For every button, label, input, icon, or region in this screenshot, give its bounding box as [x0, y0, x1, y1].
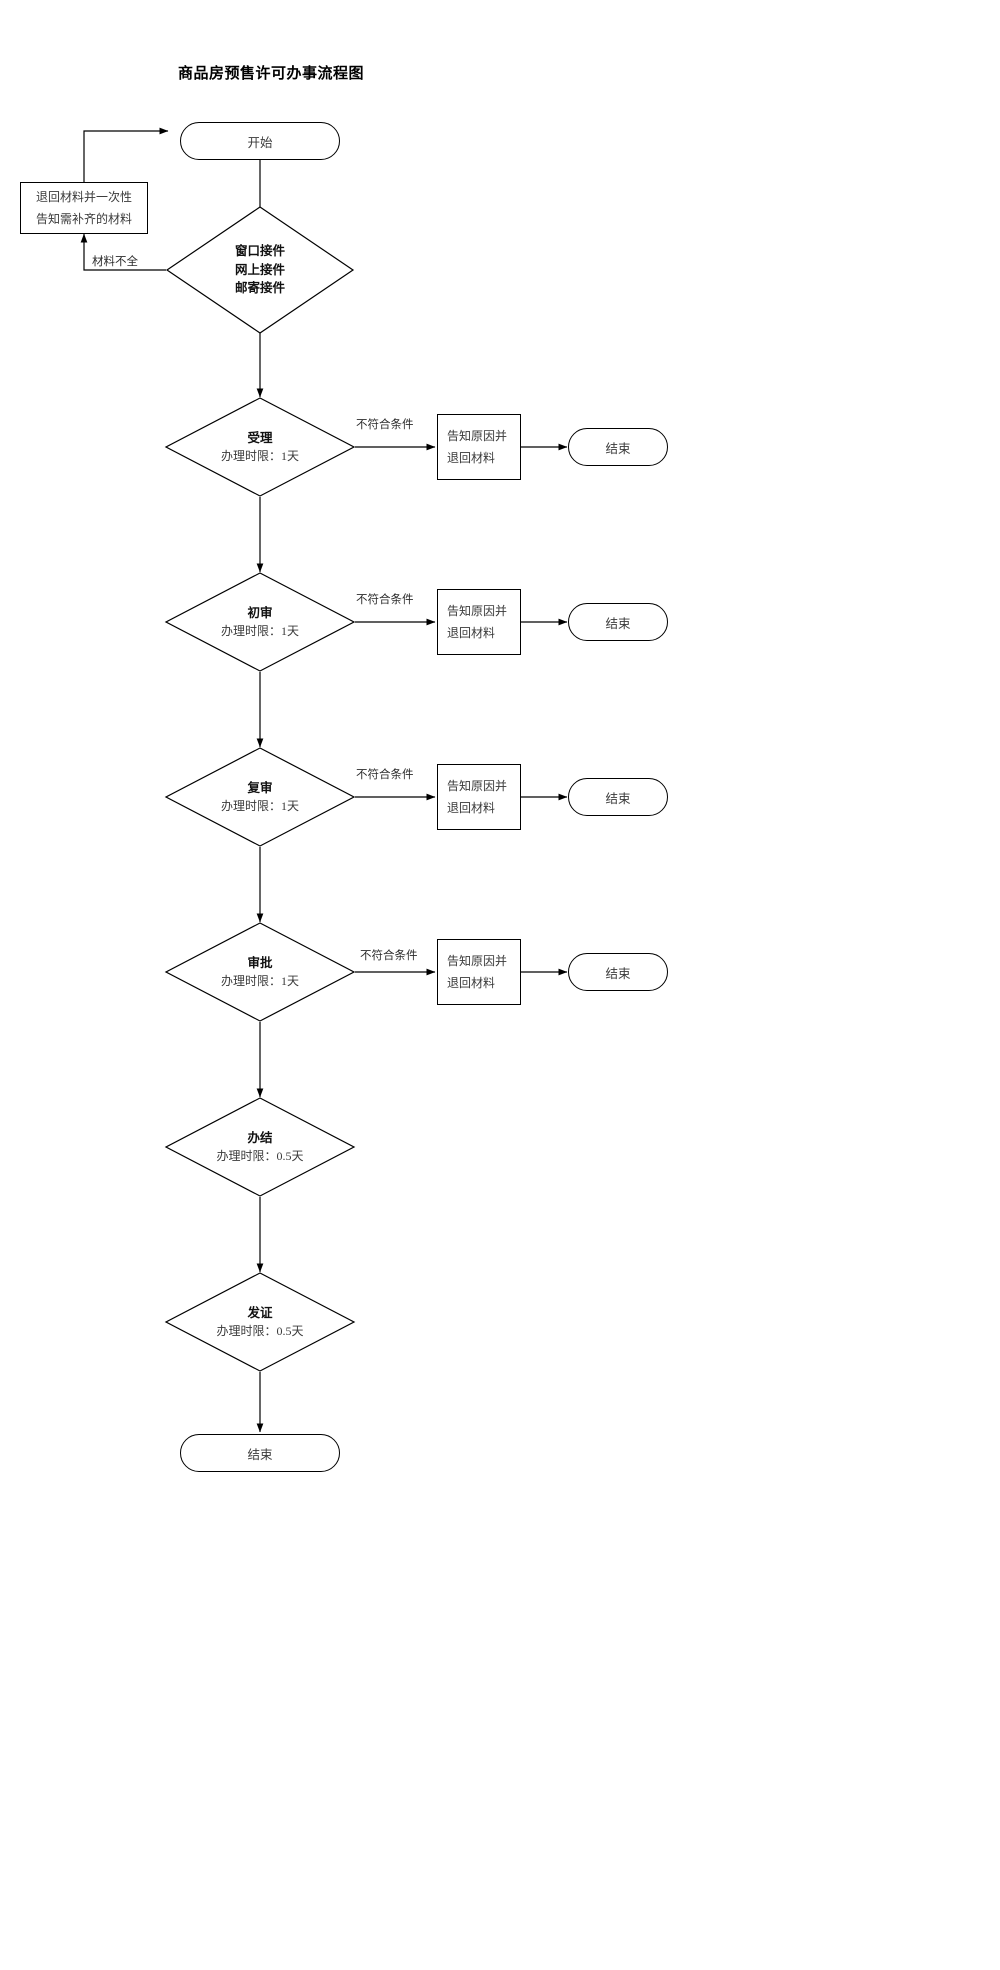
edge-return-to-start — [83, 127, 169, 182]
node-second-review-sub: 办理时限：1天 — [220, 799, 299, 814]
node-end-accept-label: 结束 — [605, 441, 631, 456]
edge-label-not-qualified-second: 不符合条件 — [356, 769, 414, 781]
node-issue-cert-sub: 办理时限：0.5天 — [216, 1324, 304, 1339]
node-intake-line2: 网上接件 — [234, 262, 285, 277]
node-issue-cert-decision[interactable]: 发证 办理时限：0.5天 — [165, 1272, 355, 1372]
node-complete-text: 办结 办理时限：0.5天 — [165, 1129, 355, 1166]
node-accept-text: 受理 办理时限：1天 — [165, 429, 355, 466]
node-first-review-sub: 办理时限：1天 — [220, 624, 299, 639]
node-end-final-label: 结束 — [247, 1447, 273, 1462]
diamond-shape-first-review — [165, 572, 355, 672]
node-first-review-title: 初审 — [247, 605, 273, 620]
node-reject-second-line1: 告知原因并 — [447, 778, 508, 793]
node-approval-text: 审批 办理时限：1天 — [165, 954, 355, 991]
node-return-materials[interactable]: 退回材料并一次性 告知需补齐的材料 — [20, 182, 148, 234]
node-complete-decision[interactable]: 办结 办理时限：0.5天 — [165, 1097, 355, 1197]
node-reject-accept-line2: 退回材料 — [447, 451, 496, 465]
node-reject-accept-line1: 告知原因并 — [447, 428, 508, 443]
node-approval-sub: 办理时限：1天 — [220, 974, 299, 989]
node-end-second-label: 结束 — [605, 791, 631, 806]
node-end-final[interactable]: 结束 — [180, 1434, 340, 1472]
node-reject-first-line2: 退回材料 — [447, 626, 496, 640]
node-first-review-text: 初审 办理时限：1天 — [165, 604, 355, 641]
node-reject-approval-line2: 退回材料 — [447, 976, 496, 990]
diamond-shape-issue-cert — [165, 1272, 355, 1372]
node-reject-second[interactable]: 告知原因并 退回材料 — [437, 764, 521, 830]
node-reject-approval-line1: 告知原因并 — [447, 953, 508, 968]
diamond-shape-intake — [166, 206, 354, 334]
diamond-shape-approval — [165, 922, 355, 1022]
node-end-second[interactable]: 结束 — [568, 778, 668, 816]
node-second-review-title: 复审 — [247, 780, 273, 795]
node-accept-title: 受理 — [247, 430, 273, 445]
node-end-first-label: 结束 — [605, 616, 631, 631]
node-end-accept[interactable]: 结束 — [568, 428, 668, 466]
edge-label-materials-incomplete: 材料不全 — [92, 256, 138, 268]
diamond-shape-accept — [165, 397, 355, 497]
node-intake-line1: 窗口接件 — [234, 243, 285, 258]
node-reject-accept[interactable]: 告知原因并 退回材料 — [437, 414, 521, 480]
node-return-materials-line1: 退回材料并一次性 — [35, 189, 132, 204]
node-end-approval[interactable]: 结束 — [568, 953, 668, 991]
node-complete-title: 办结 — [247, 1130, 273, 1145]
node-approval-title: 审批 — [247, 955, 273, 970]
node-start[interactable]: 开始 — [180, 122, 340, 160]
node-accept-decision[interactable]: 受理 办理时限：1天 — [165, 397, 355, 497]
node-start-label: 开始 — [247, 135, 273, 150]
node-reject-approval[interactable]: 告知原因并 退回材料 — [437, 939, 521, 1005]
node-complete-sub: 办理时限：0.5天 — [216, 1149, 304, 1164]
node-second-review-text: 复审 办理时限：1天 — [165, 779, 355, 816]
node-intake-line3: 邮寄接件 — [234, 281, 285, 296]
node-end-first[interactable]: 结束 — [568, 603, 668, 641]
node-approval-decision[interactable]: 审批 办理时限：1天 — [165, 922, 355, 1022]
edge-label-not-qualified-approval: 不符合条件 — [360, 950, 418, 962]
diamond-shape-second-review — [165, 747, 355, 847]
node-first-review-decision[interactable]: 初审 办理时限：1天 — [165, 572, 355, 672]
node-intake-decision[interactable]: 窗口接件 网上接件 邮寄接件 — [166, 206, 354, 334]
node-return-materials-line2: 告知需补齐的材料 — [35, 212, 132, 226]
edge-label-not-qualified-accept: 不符合条件 — [356, 419, 414, 431]
node-intake-text: 窗口接件 网上接件 邮寄接件 — [166, 242, 354, 298]
node-reject-first[interactable]: 告知原因并 退回材料 — [437, 589, 521, 655]
node-reject-first-line1: 告知原因并 — [447, 603, 508, 618]
edge-label-not-qualified-first: 不符合条件 — [356, 594, 414, 606]
diamond-shape-complete — [165, 1097, 355, 1197]
node-end-approval-label: 结束 — [605, 966, 631, 981]
node-reject-second-line2: 退回材料 — [447, 801, 496, 815]
node-second-review-decision[interactable]: 复审 办理时限：1天 — [165, 747, 355, 847]
node-accept-sub: 办理时限：1天 — [220, 449, 299, 464]
node-issue-cert-title: 发证 — [247, 1305, 273, 1320]
node-issue-cert-text: 发证 办理时限：0.5天 — [165, 1304, 355, 1341]
page-title: 商品房预售许可办事流程图 — [178, 66, 365, 82]
